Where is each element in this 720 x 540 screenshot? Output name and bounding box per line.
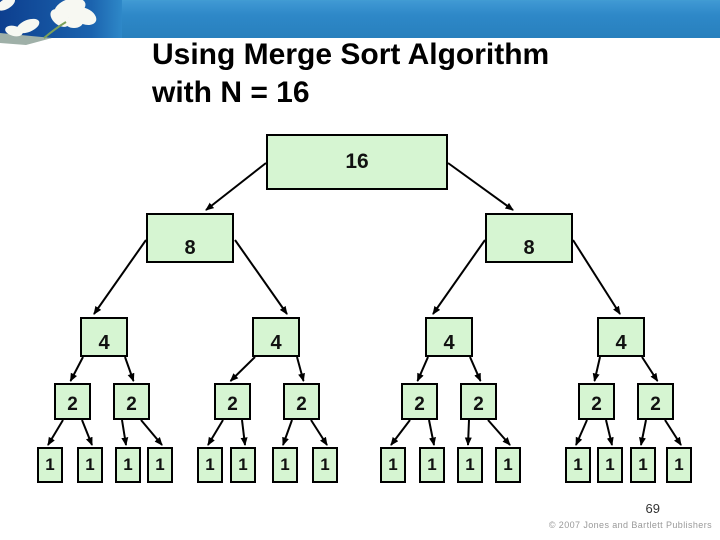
tree-node-l3-0: 2 (54, 383, 91, 420)
tree-arrow (240, 419, 248, 446)
tree-arrow (641, 356, 659, 382)
header-band (0, 0, 720, 45)
tree-arrow (432, 239, 486, 315)
tree-arrow (592, 356, 601, 382)
copyright-notice: © 2007 Jones and Bartlett Publishers (548, 520, 712, 530)
tree-node-l4-3: 1 (147, 447, 173, 483)
tree-arrow (234, 239, 288, 315)
tree-arrow (464, 419, 472, 446)
tree-arrow (124, 356, 135, 382)
tree-node-l4-1: 1 (77, 447, 103, 483)
tree-arrow (296, 356, 305, 382)
tree-node-l0-0: 16 (266, 134, 448, 190)
tree-arrow (487, 419, 511, 446)
slide-title: Using Merge Sort Algorithm with N = 16 (152, 36, 549, 112)
leaf-gray (0, 33, 52, 45)
tree-arrow (207, 419, 224, 446)
tree-arrow (81, 419, 93, 446)
page-number: 69 (645, 501, 660, 516)
tree-node-l4-2: 1 (115, 447, 141, 483)
tree-node-l3-5: 2 (460, 383, 497, 420)
tree-node-l4-7: 1 (312, 447, 338, 483)
tree-node-l2-0: 4 (80, 317, 128, 357)
tree-arrow (229, 356, 256, 382)
tree-arrow (639, 419, 647, 446)
tree-node-l4-8: 1 (380, 447, 406, 483)
tree-arrow (572, 239, 621, 315)
tree-arrow (605, 419, 614, 446)
tree-node-l4-4: 1 (197, 447, 223, 483)
tree-node-l4-9: 1 (419, 447, 445, 483)
tree-node-l3-7: 2 (637, 383, 674, 420)
tree-node-l2-2: 4 (425, 317, 473, 357)
tree-arrow (140, 419, 163, 446)
tree-arrow (469, 356, 482, 382)
tree-node-l4-10: 1 (457, 447, 483, 483)
tree-node-l3-1: 2 (113, 383, 150, 420)
tree-node-l2-3: 4 (597, 317, 645, 357)
title-line-1: Using Merge Sort Algorithm (152, 38, 550, 71)
tree-arrow (575, 419, 588, 446)
tree-arrow (205, 162, 267, 211)
flower-image (0, 0, 122, 45)
tree-arrow (47, 419, 64, 446)
tree-arrow (282, 419, 293, 446)
flower-stem (43, 21, 67, 39)
tree-node-l4-15: 1 (666, 447, 692, 483)
tree-arrow (93, 239, 147, 315)
tree-node-l3-6: 2 (578, 383, 615, 420)
flower-petals (0, 0, 97, 37)
tree-node-l3-3: 2 (283, 383, 320, 420)
tree-node-l3-2: 2 (214, 383, 251, 420)
tree-arrow (416, 356, 429, 382)
tree-node-l4-14: 1 (630, 447, 656, 483)
tree-arrow (428, 419, 436, 446)
tree-node-l4-11: 1 (495, 447, 521, 483)
tree-arrow (121, 419, 129, 446)
tree-node-l1-0: 8 (146, 213, 234, 263)
tree-node-l4-5: 1 (230, 447, 256, 483)
tree-arrow (69, 356, 84, 382)
tree-arrow (390, 419, 411, 446)
tree-arrow (664, 419, 682, 446)
tree-node-l4-6: 1 (272, 447, 298, 483)
tree-node-l1-1: 8 (485, 213, 573, 263)
tree-node-l3-4: 2 (401, 383, 438, 420)
tree-node-l4-13: 1 (597, 447, 623, 483)
tree-node-l4-12: 1 (565, 447, 591, 483)
tree-node-l2-1: 4 (252, 317, 300, 357)
tree-arrow (447, 162, 514, 211)
tree-node-l4-0: 1 (37, 447, 63, 483)
tree-arrow (310, 419, 328, 446)
title-line-2: with N = 16 (152, 76, 310, 109)
